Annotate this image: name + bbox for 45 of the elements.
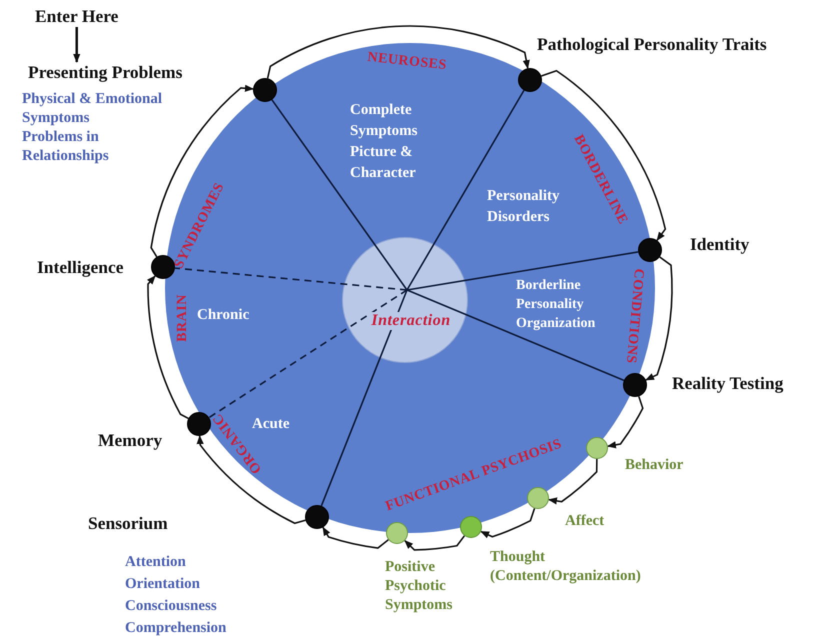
- category-text: Complete Symptoms Picture & Character: [350, 101, 419, 183]
- category-text: Borderline Personality Organization: [516, 277, 596, 333]
- stage-label: Sensorium: [88, 513, 168, 534]
- cycle-arrow: [606, 396, 644, 448]
- stage-label: Positive Psychotic Symptoms: [385, 558, 470, 615]
- spoke-line: [406, 90, 525, 290]
- spoke-line: [174, 267, 408, 291]
- stage-label: Behavior: [625, 456, 684, 475]
- stage-label: Enter Here: [35, 6, 118, 27]
- cycle-arrow: [404, 535, 466, 551]
- note-text: Orientation: [125, 575, 200, 594]
- cycle-arrow: [150, 84, 254, 258]
- category-text: Personality Disorders: [487, 187, 560, 227]
- spoke-line: [320, 290, 408, 506]
- stage-label: Pathological Personality Traits: [537, 34, 767, 55]
- spoke-line: [271, 99, 408, 290]
- note-text: Attention: [125, 553, 186, 572]
- spoke-line: [208, 289, 408, 418]
- category-text: Chronic: [197, 306, 250, 325]
- sector-label: BRAIN: [175, 294, 191, 342]
- cycle-arrow: [196, 435, 306, 524]
- stage-label: Intelligence: [37, 257, 124, 278]
- spoke-line: [406, 289, 624, 382]
- note-text: Physical & Emotional Symptoms: [22, 90, 164, 128]
- stage-label: Presenting Problems: [28, 62, 182, 83]
- stage-label: Affect: [565, 512, 604, 531]
- cycle-arrow: [541, 70, 666, 242]
- note-text: Problems in Relationships: [22, 128, 110, 166]
- cycle-arrow: [266, 26, 530, 78]
- rim-dot: [151, 255, 175, 279]
- stage-label: Memory: [98, 430, 162, 451]
- sector-label: NEUROSES: [366, 50, 448, 74]
- cycle-arrow: [548, 458, 598, 504]
- note-text: Comprehension: [125, 619, 226, 638]
- cycle-arrow: [147, 275, 189, 420]
- stage-label: Reality Testing: [672, 373, 784, 394]
- stage-label: Thought (Content/Organization): [490, 548, 695, 586]
- spoke-line: [406, 251, 638, 291]
- entry-arrow: [73, 27, 80, 63]
- cycle-arrow: [645, 256, 673, 381]
- cycle-arrow: [480, 508, 536, 538]
- cycle-arrow: [322, 526, 389, 549]
- note-text: Consciousness: [125, 597, 217, 616]
- sector-label: CONDITIONS: [622, 268, 646, 364]
- stage-label: Identity: [690, 234, 750, 255]
